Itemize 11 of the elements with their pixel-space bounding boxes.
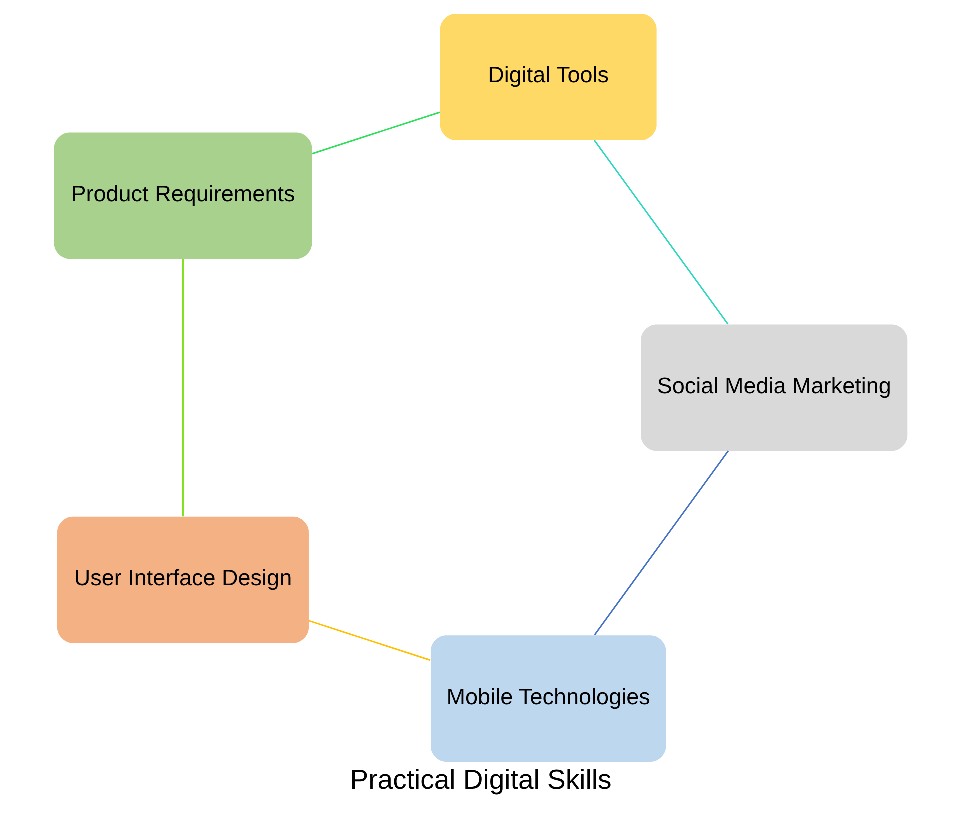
connector [593,140,728,324]
diagram-title: Practical Digital Skills [350,763,612,794]
node-box: Mobile Technologies [430,635,666,762]
node-box: Social Media Marketing [640,324,908,451]
node-box: Digital Tools [440,14,656,140]
node-box: User Interface Design [56,516,308,643]
node-box: Product Requirements [54,132,312,259]
connector [594,450,729,635]
connector [182,258,184,516]
connector [308,620,430,661]
connector [312,111,440,154]
